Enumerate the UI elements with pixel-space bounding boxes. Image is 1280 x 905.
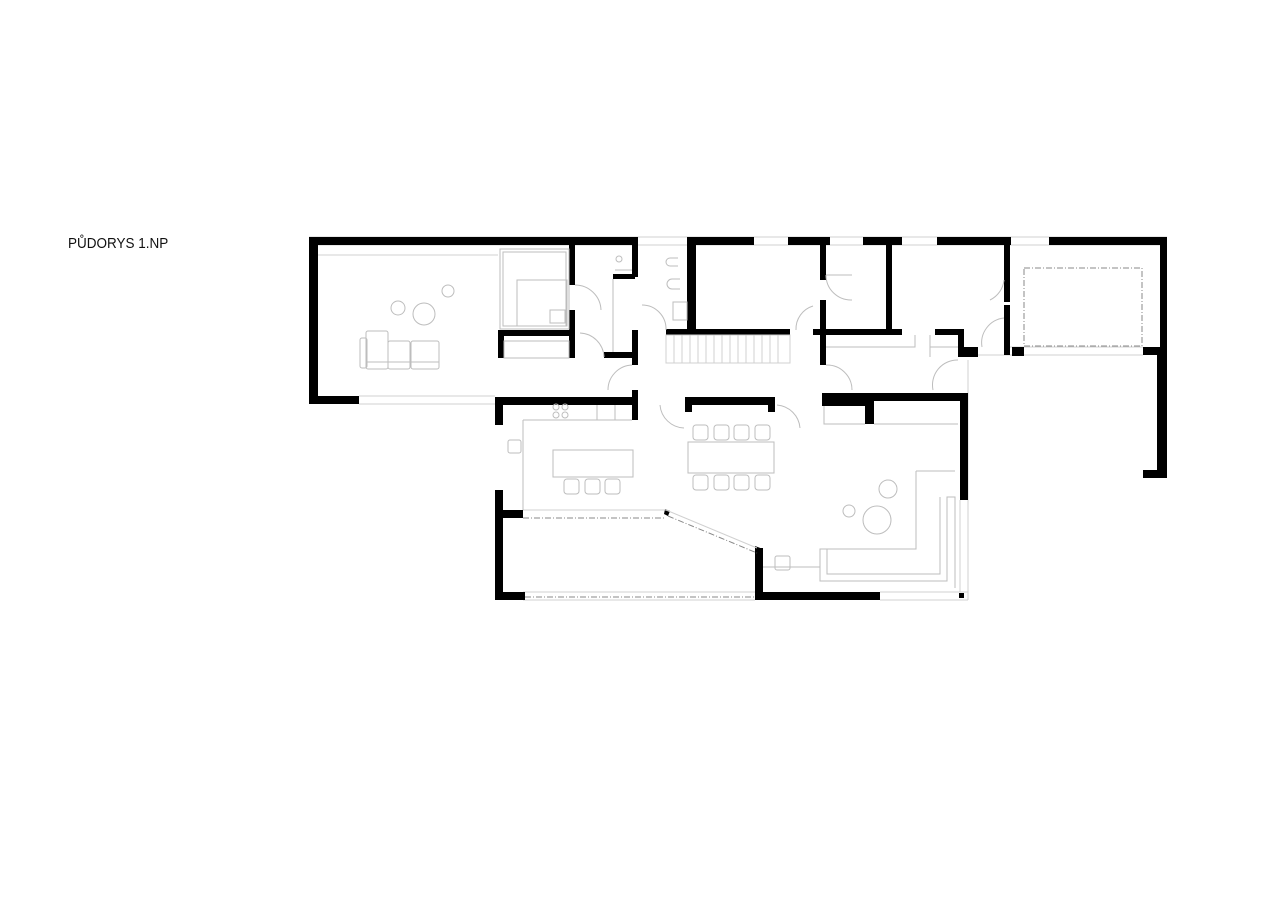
furniture — [359, 248, 958, 588]
staircase — [665, 334, 791, 364]
window-lines — [309, 236, 1167, 601]
doors — [574, 274, 1005, 429]
plan-title: PŮDORYS 1.NP — [68, 235, 169, 252]
glazing — [523, 267, 1143, 598]
walls — [309, 237, 1167, 600]
